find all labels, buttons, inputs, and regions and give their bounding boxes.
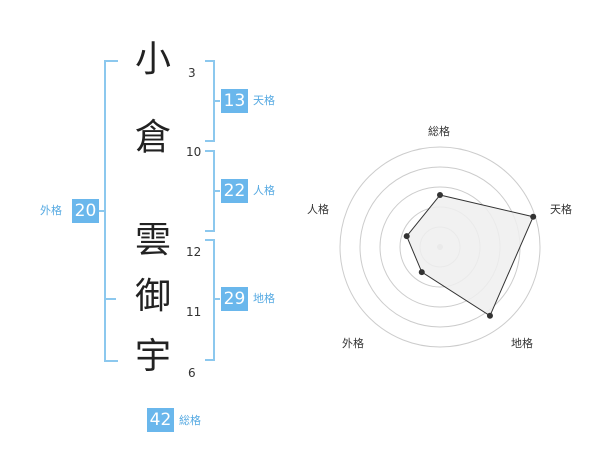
name-char-5: 宇 <box>134 336 171 377</box>
jinkaku-bracket-tick <box>213 190 220 192</box>
radar-point <box>403 233 410 240</box>
gaikaku-label: 外格 <box>40 204 62 217</box>
radar-axis-label: 地格 <box>511 337 533 350</box>
name-char-2: 倉 <box>134 117 171 158</box>
stroke-count-1: 3 <box>188 66 196 80</box>
radar-axis-label: 天格 <box>550 203 572 216</box>
radar-point <box>530 213 537 220</box>
name-char-1: 小 <box>134 39 171 80</box>
jinkaku-label: 人格 <box>253 184 275 197</box>
chikaku-bracket <box>205 239 215 361</box>
soukaku-label: 総格 <box>179 414 201 427</box>
radar-grid-ring <box>339 146 541 348</box>
chikaku-score: 29 <box>221 287 248 311</box>
soukaku-score: 42 <box>147 408 174 432</box>
jinkaku-score: 22 <box>221 179 248 203</box>
radar-axis-label: 外格 <box>342 337 364 350</box>
gaikaku-bracket-tick <box>97 210 106 212</box>
radar-axis-label: 総格 <box>428 125 450 138</box>
radar-svg <box>339 146 541 348</box>
tenkaku-bracket-tick <box>213 100 220 102</box>
chikaku-label: 地格 <box>253 292 275 305</box>
radar-polygon <box>406 194 534 317</box>
tenkaku-label: 天格 <box>253 94 275 107</box>
radar-point <box>418 269 425 276</box>
radar-point <box>437 192 443 198</box>
stroke-count-5: 6 <box>188 366 196 380</box>
name-char-4: 御 <box>134 276 171 317</box>
gaikaku-bracket-split <box>104 298 116 300</box>
gaikaku-bracket <box>104 60 118 362</box>
radar-axis-label: 人格 <box>307 203 329 216</box>
stroke-count-2: 10 <box>186 145 202 159</box>
tenkaku-score: 13 <box>221 89 248 113</box>
name-char-3: 雲 <box>134 220 171 261</box>
stroke-count-4: 11 <box>186 305 202 319</box>
stroke-count-3: 12 <box>186 245 202 259</box>
radar-point <box>486 312 493 319</box>
chikaku-bracket-tick <box>213 298 220 300</box>
gaikaku-score: 20 <box>72 199 99 223</box>
